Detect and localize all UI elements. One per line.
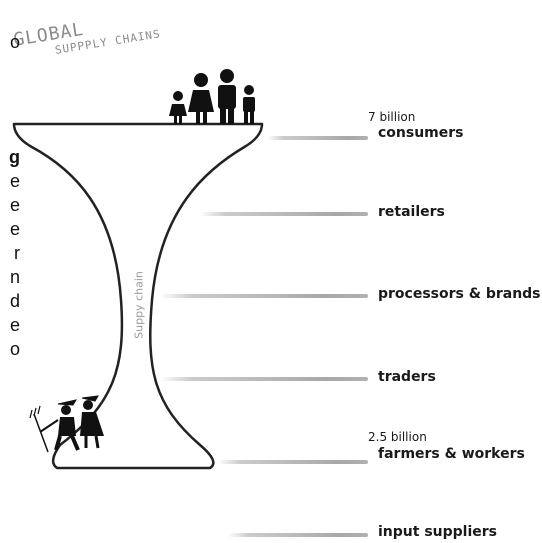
partial-letter: e — [9, 171, 20, 191]
boy-figure — [243, 85, 255, 124]
man-figure — [218, 69, 236, 124]
brush-stroke — [160, 377, 368, 381]
partial-letter: n — [9, 267, 20, 287]
brush-stroke — [228, 533, 368, 537]
girl-figure — [169, 91, 187, 124]
partial-letter: o — [9, 339, 20, 359]
partial-letter: e — [9, 219, 20, 239]
brush-stroke — [268, 136, 368, 140]
partial-letter: r — [14, 243, 20, 263]
consumer-family-figures — [169, 69, 255, 124]
stage-count-consumers: 7 billion — [368, 110, 416, 124]
farmer-woman-figure — [80, 395, 104, 449]
brush-stroke — [160, 294, 368, 298]
partial-letter: e — [9, 195, 20, 215]
stage-label-input-suppliers: input suppliers — [378, 524, 497, 540]
brush-stroke — [200, 212, 368, 216]
stage-count-farmers: 2.5 billion — [368, 430, 427, 444]
partial-letter: o — [9, 32, 20, 52]
stage-label-consumers: consumers — [378, 125, 464, 141]
woman-figure — [188, 73, 214, 124]
partial-letter: d — [9, 291, 20, 311]
glass-outline — [12, 122, 264, 470]
farmer-with-pitchfork-figure — [29, 399, 80, 453]
partial-letter: e — [9, 315, 20, 335]
stage-label-retailers: retailers — [378, 204, 445, 220]
stage-label-traders: traders — [378, 369, 436, 385]
brush-strokes — [160, 136, 368, 537]
stage-label-processors-brands: processors & brands — [378, 286, 541, 302]
brush-stroke — [218, 460, 368, 464]
glass-stem-label: Suppy chain — [132, 271, 146, 339]
partial-letter: g — [9, 147, 20, 167]
farmer-figures — [29, 395, 104, 453]
stage-label-farmers-workers: farmers & workers — [378, 446, 525, 462]
